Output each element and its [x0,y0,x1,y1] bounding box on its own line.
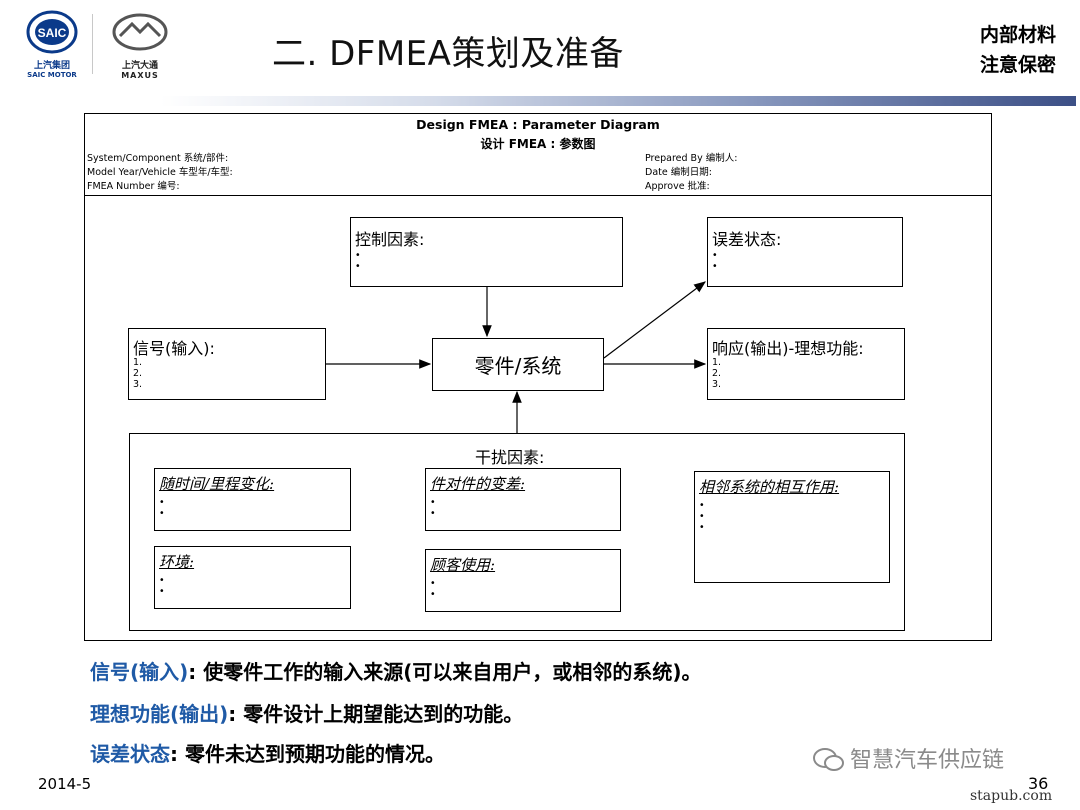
logo-divider [92,14,93,74]
field-approve: Approve 批准: [645,181,710,192]
list-item: • [430,508,436,519]
noise-environment-box: 环境: • • [154,546,351,609]
list-item: • [430,589,436,600]
error-state-items: • • [712,250,718,272]
field-prepared-by: Prepared By 编制人: [645,153,738,164]
list-item: • [159,575,165,586]
definition-signal: 信号(输入): 使零件工作的输入来源(可以来自用户，或相邻的系统)。 [90,656,702,685]
confidential-line-1: 内部材料 [979,24,1056,46]
system-box: 零件/系统 [432,338,604,391]
saic-caption-cn: 上汽集团 [33,61,70,71]
noise-environment-label: 环境: [159,553,195,571]
list-item: 2. [712,368,722,379]
page-title: 二. DFMEA策划及准备 [272,34,624,74]
control-factors-box: 控制因素: • • [350,217,623,287]
noise-customer-box: 顾客使用: • • [425,549,621,612]
noise-environment-items: • • [159,575,165,597]
field-fmea-number: FMEA Number 编号: [87,181,180,192]
noise-interaction-box: 相邻系统的相互作用: • • • [694,471,890,583]
definition-term: 理想功能(输出) [90,702,229,726]
list-item: • [430,578,436,589]
saic-logo-mark-icon: SAIC [26,10,78,54]
form-left-fields: System/Component 系统/部件: Model Year/Vehic… [87,152,233,194]
noise-interaction-items: • • • [699,500,705,533]
noise-variation-label: 件对件的变差: [430,475,526,493]
response-output-items: 1. 2. 3. [712,357,721,390]
list-item: • [699,522,705,533]
list-item: • [355,250,361,261]
maxus-caption-en: MAXUS [121,71,159,80]
header-gradient-bar [160,96,1076,106]
noise-factors-label: 干扰因素: [475,448,545,467]
definition-term: 误差状态 [90,742,170,766]
list-item: 3. [133,379,143,390]
response-output-label: 响应(输出)-理想功能: [712,339,864,358]
maxus-caption-cn: 上汽大通 [121,61,158,71]
form-right-fields: Prepared By 编制人: Date 编制日期: Approve 批准: [645,152,737,194]
list-item: • [159,497,165,508]
saic-caption-en: SAIC MOTOR [27,71,77,79]
watermark-text: 智慧汽车供应链 [850,748,1005,773]
confidential-note: 内部材料 注意保密 [980,20,1056,80]
list-item: 2. [133,368,143,379]
list-item: 1. [133,357,143,368]
definition-ideal-function: 理想功能(输出): 零件设计上期望能达到的功能。 [90,698,523,727]
response-output-box: 响应(输出)-理想功能: 1. 2. 3. [707,328,905,400]
definition-text: : 零件设计上期望能达到的功能。 [228,702,524,726]
signal-input-label: 信号(输入): [133,339,215,358]
arrow-system-to-error [603,281,706,359]
list-item: 1. [712,357,722,368]
field-model-year: Model Year/Vehicle 车型年/车型: [87,167,233,178]
list-item: • [699,500,705,511]
field-system: System/Component 系统/部件: [87,153,229,164]
noise-variation-items: • • [430,497,436,519]
noise-customer-items: • • [430,578,436,600]
error-state-box: 误差状态: • • [707,217,903,287]
form-subtitle: 设计 FMEA : 参数图 [480,137,596,151]
list-item: • [712,261,718,272]
noise-customer-label: 顾客使用: [430,556,496,574]
list-item: • [712,250,718,261]
noise-over-time-items: • • [159,497,165,519]
svg-text:SAIC: SAIC [38,26,67,40]
noise-over-time-box: 随时间/里程变化: • • [154,468,351,531]
maxus-logo: 上汽大通 MAXUS [102,10,178,80]
maxus-logo-mark-icon [112,13,168,51]
list-item: • [159,586,165,597]
list-item: • [699,511,705,522]
saic-logo: SAIC 上汽集团 SAIC MOTOR [22,10,82,79]
definition-term: 信号(输入) [90,660,189,684]
definition-text: : 零件未达到预期功能的情况。 [170,742,445,766]
noise-variation-box: 件对件的变差: • • [425,468,621,531]
wechat-icon [813,748,844,771]
error-state-label: 误差状态: [712,230,782,249]
watermark-site: stapub.com [970,788,1053,804]
confidential-line-2: 注意保密 [979,54,1056,76]
form-header: Design FMEA : Parameter Diagram 设计 FMEA … [85,114,991,196]
field-date: Date 编制日期: [645,167,712,178]
control-factors-label: 控制因素: [355,230,425,249]
signal-input-box: 信号(输入): 1. 2. 3. [128,328,326,400]
noise-over-time-label: 随时间/里程变化: [159,475,275,493]
list-item: • [430,497,436,508]
list-item: • [159,508,165,519]
page-number: 36 [1028,774,1049,793]
definition-text: : 使零件工作的输入来源(可以来自用户，或相邻的系统)。 [188,660,702,684]
signal-input-items: 1. 2. 3. [133,357,142,390]
footer-date: 2014-5 [38,775,92,793]
noise-interaction-label: 相邻系统的相互作用: [699,478,840,496]
list-item: 3. [712,379,722,390]
p-diagram-frame [84,113,992,641]
list-item: • [355,261,361,272]
definition-error-state: 误差状态: 零件未达到预期功能的情况。 [90,738,445,767]
form-title: Design FMEA : Parameter Diagram [416,117,660,132]
control-factors-items: • • [355,250,361,272]
system-label: 零件/系统 [474,354,562,378]
